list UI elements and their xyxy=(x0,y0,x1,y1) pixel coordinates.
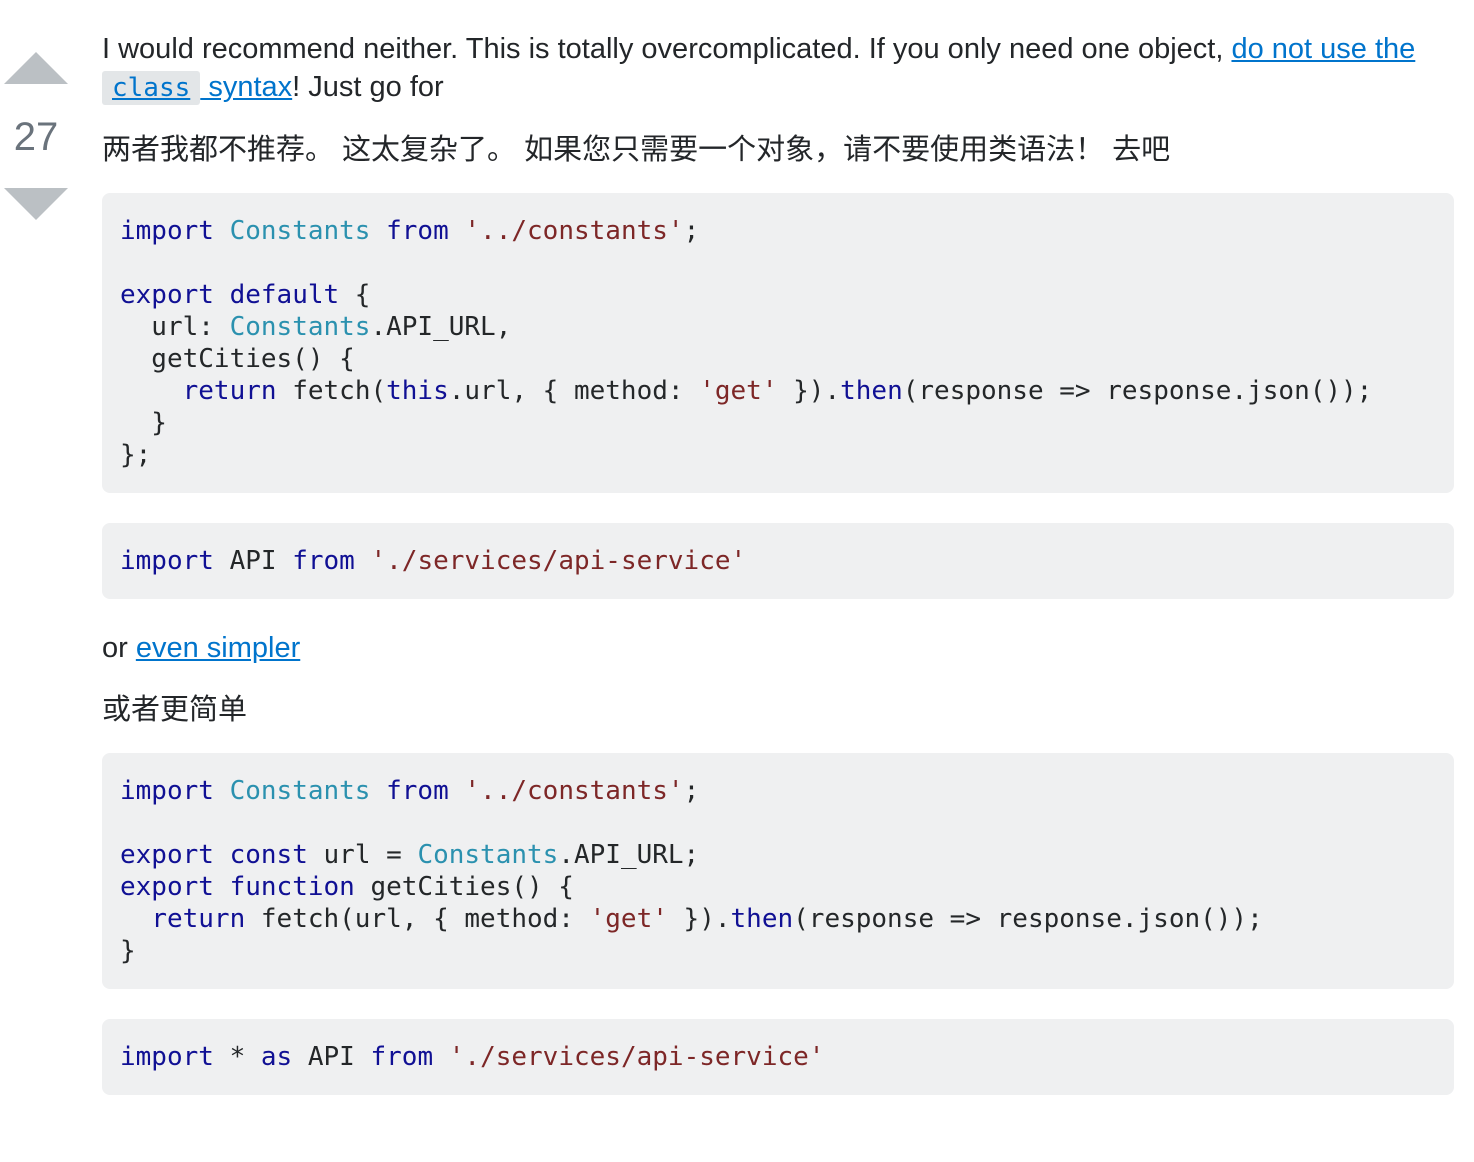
class-syntax-link[interactable]: do not use the class syntax xyxy=(102,33,1416,105)
intro-paragraph: I would recommend neither. This is total… xyxy=(102,30,1454,107)
code-line: export function getCities() { xyxy=(120,872,574,902)
intro-text-end: ! Just go for xyxy=(292,71,444,103)
code-line: export default { xyxy=(120,280,371,310)
or-text: or xyxy=(102,632,136,664)
code-line: return fetch(url, { method: 'get' }).the… xyxy=(151,904,1263,934)
link-text: syntax xyxy=(200,71,293,103)
code-line: import Constants from '../constants'; xyxy=(120,776,700,806)
code-line: export const url = Constants.API_URL; xyxy=(120,840,700,870)
downvote-arrow-icon[interactable] xyxy=(4,188,68,220)
even-simpler-link[interactable]: even simpler xyxy=(135,632,301,664)
code-block-named-exports: import Constants from '../constants'; exp… xyxy=(102,753,1454,989)
code-line: url: Constants.API_URL, xyxy=(120,312,512,342)
code-line: getCities() { xyxy=(120,344,355,374)
intro-text: I would recommend neither. This is total… xyxy=(102,33,1232,65)
link-text: do not use the xyxy=(1231,33,1416,65)
code-line: }; xyxy=(120,440,152,470)
vote-cell: 27 xyxy=(0,0,72,220)
code-block-import-namespace: import * as API from './services/api-ser… xyxy=(102,1019,1454,1095)
code-line: import * as API from './services/api-ser… xyxy=(120,1042,825,1072)
code-line: return fetch(this.url, { method: 'get' }… xyxy=(182,376,1373,406)
or-paragraph: or even simpler xyxy=(102,629,1454,667)
answer-body: I would recommend neither. This is total… xyxy=(102,30,1454,1125)
code-block-import-default: import API from './services/api-service' xyxy=(102,523,1454,599)
code-line: import Constants from '../constants'; xyxy=(120,216,700,246)
code-block-object-export: import Constants from '../constants'; exp… xyxy=(102,193,1454,493)
upvote-arrow-icon[interactable] xyxy=(4,52,68,84)
code-line-blank xyxy=(120,807,1436,839)
inline-code-class: class xyxy=(102,71,201,105)
vote-count: 27 xyxy=(13,115,59,159)
code-line: import API from './services/api-service' xyxy=(120,546,747,576)
code-line-blank xyxy=(120,247,1436,279)
intro-translation: 两者我都不推荐。 这太复杂了。 如果您只需要一个对象，请不要使用类语法！ 去吧 xyxy=(102,134,1171,166)
code-line: } xyxy=(120,936,136,966)
code-line: } xyxy=(120,408,167,438)
or-translation: 或者更简单 xyxy=(102,694,248,726)
